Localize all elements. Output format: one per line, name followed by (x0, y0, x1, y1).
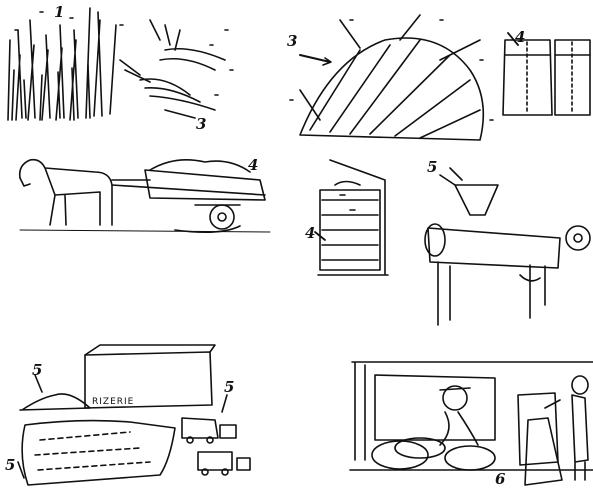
label-scene3: 4 (515, 28, 526, 46)
label-scene7-truck: 5 (224, 378, 235, 396)
label-scene7-hill: 5 (32, 361, 43, 379)
rice-mill-scene (424, 167, 591, 326)
label-scene4-cart: 4 (248, 156, 259, 174)
rizerie-sign: RIZERIE (92, 397, 135, 407)
sacks-scene (502, 32, 591, 116)
label-scene2: 3 (287, 32, 298, 50)
label-scene6-mill: 5 (427, 158, 438, 176)
label-scene8: 6 (495, 470, 506, 488)
horse-cart-scene (18, 158, 271, 234)
rice-field-scene (7, 7, 234, 121)
label-scene5-store: 4 (305, 224, 316, 242)
storage-shed-scene (314, 159, 389, 276)
label-scene1-bottom: 3 (196, 115, 207, 133)
market-scene (349, 361, 593, 486)
label-scene1-top: 1 (54, 3, 65, 21)
rice-sheaves-scene (289, 14, 494, 141)
label-scene7-slab: 5 (5, 456, 16, 474)
rizerie-scene (17, 344, 251, 486)
